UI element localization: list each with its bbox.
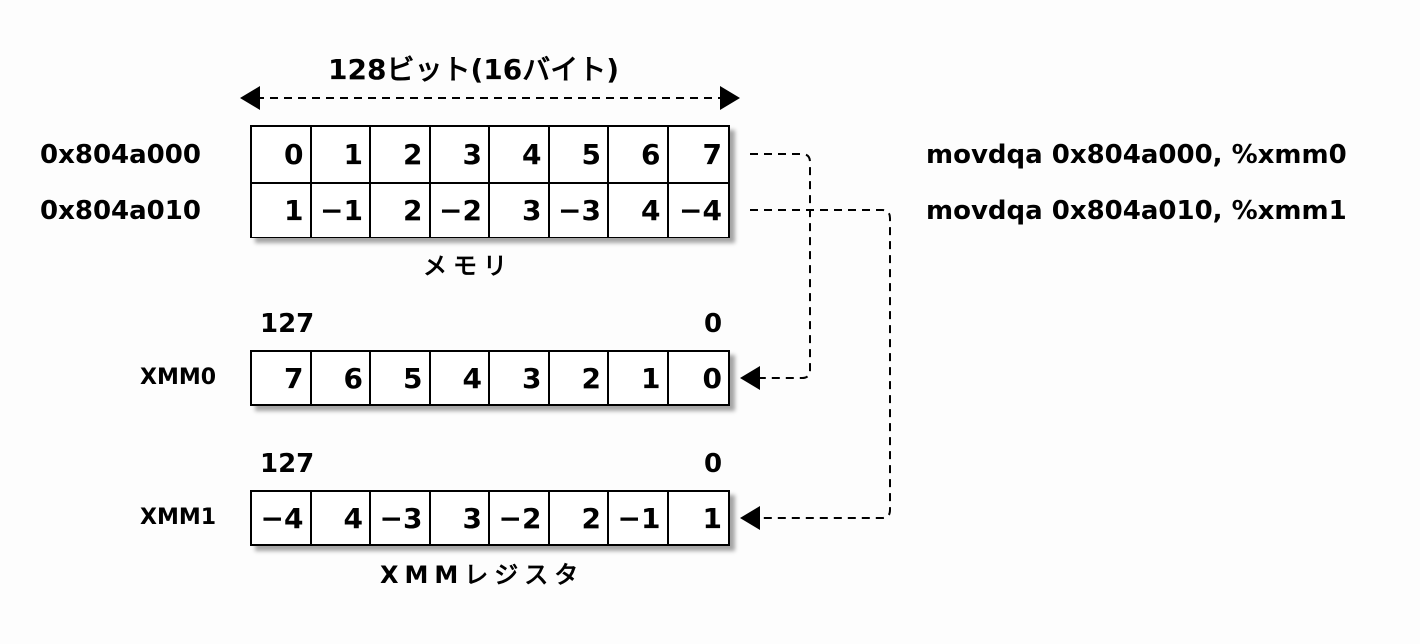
xmm0-name: XMM0 [140,365,217,390]
memory-cell: 1 [312,127,371,182]
memory-cell: 0 [252,127,312,182]
register-cell: 2 [550,492,609,544]
register-cell: −1 [609,492,669,544]
register-cell: 3 [490,352,550,404]
memory-row-1: 1 −1 2 −2 3 −3 4 −4 [252,182,728,237]
memory-cell: 4 [490,127,550,182]
memory-cell: 6 [609,127,669,182]
load-xmm0-connector [750,153,811,379]
memory-address-0: 0x804a000 [40,140,201,170]
register-cell: 1 [702,501,722,535]
width-arrowhead-left [240,86,260,110]
memory-cell: 1 [252,184,312,237]
width-arrowhead-right [720,86,740,110]
memory-address-1: 0x804a010 [40,196,201,226]
load-xmm0-arrowhead [740,366,760,390]
width-label: 128ビット(16バイト) [328,53,620,86]
memory-block: 0 1 2 3 4 5 6 7 1 −1 2 −2 3 −3 4 −4 [250,125,730,238]
memory-caption: メモリ [423,252,513,280]
memory-cell: 7 [702,138,722,171]
memory-cell: −4 [679,194,722,227]
register-cell: 0 [702,361,722,395]
register-caption: XMMレジスタ [380,561,585,589]
load-xmm1-arrowhead [740,506,760,530]
memory-row-0: 0 1 2 3 4 5 6 7 [252,127,728,182]
register-cell: 4 [312,492,371,544]
memory-cell: 5 [550,127,609,182]
memory-cell: −1 [312,184,371,237]
register-cell: −4 [252,492,312,544]
register-cell: 2 [550,352,609,404]
xmm0-register: 7 6 5 4 3 2 1 0 [250,350,730,406]
register-cell: 5 [371,352,431,404]
xmm0-low-bit-label: 0 [704,309,723,339]
register-cell: −2 [490,492,550,544]
memory-cell: 2 [371,127,431,182]
memory-cell: 3 [490,184,550,237]
register-cell: 7 [252,352,312,404]
xmm1-low-bit-label: 0 [704,449,723,479]
xmm1-name: XMM1 [140,505,217,530]
memory-cell: −2 [431,184,490,237]
memory-cell: 3 [431,127,490,182]
register-cell: −3 [371,492,431,544]
memory-cell: −3 [550,184,609,237]
memory-cell: 2 [371,184,431,237]
instruction-1: movdqa 0x804a010, %xmm1 [926,196,1347,226]
xmm1-register: −4 4 −3 3 −2 2 −1 1 [250,490,730,546]
load-xmm1-connector [750,209,891,519]
register-cell: 1 [609,352,669,404]
register-cell: 6 [312,352,371,404]
memory-cell: 4 [609,184,669,237]
register-cell: 3 [431,492,490,544]
register-cell: 4 [431,352,490,404]
xmm1-high-bit-label: 127 [260,449,315,479]
xmm0-high-bit-label: 127 [260,309,315,339]
instruction-0: movdqa 0x804a000, %xmm0 [926,140,1347,170]
